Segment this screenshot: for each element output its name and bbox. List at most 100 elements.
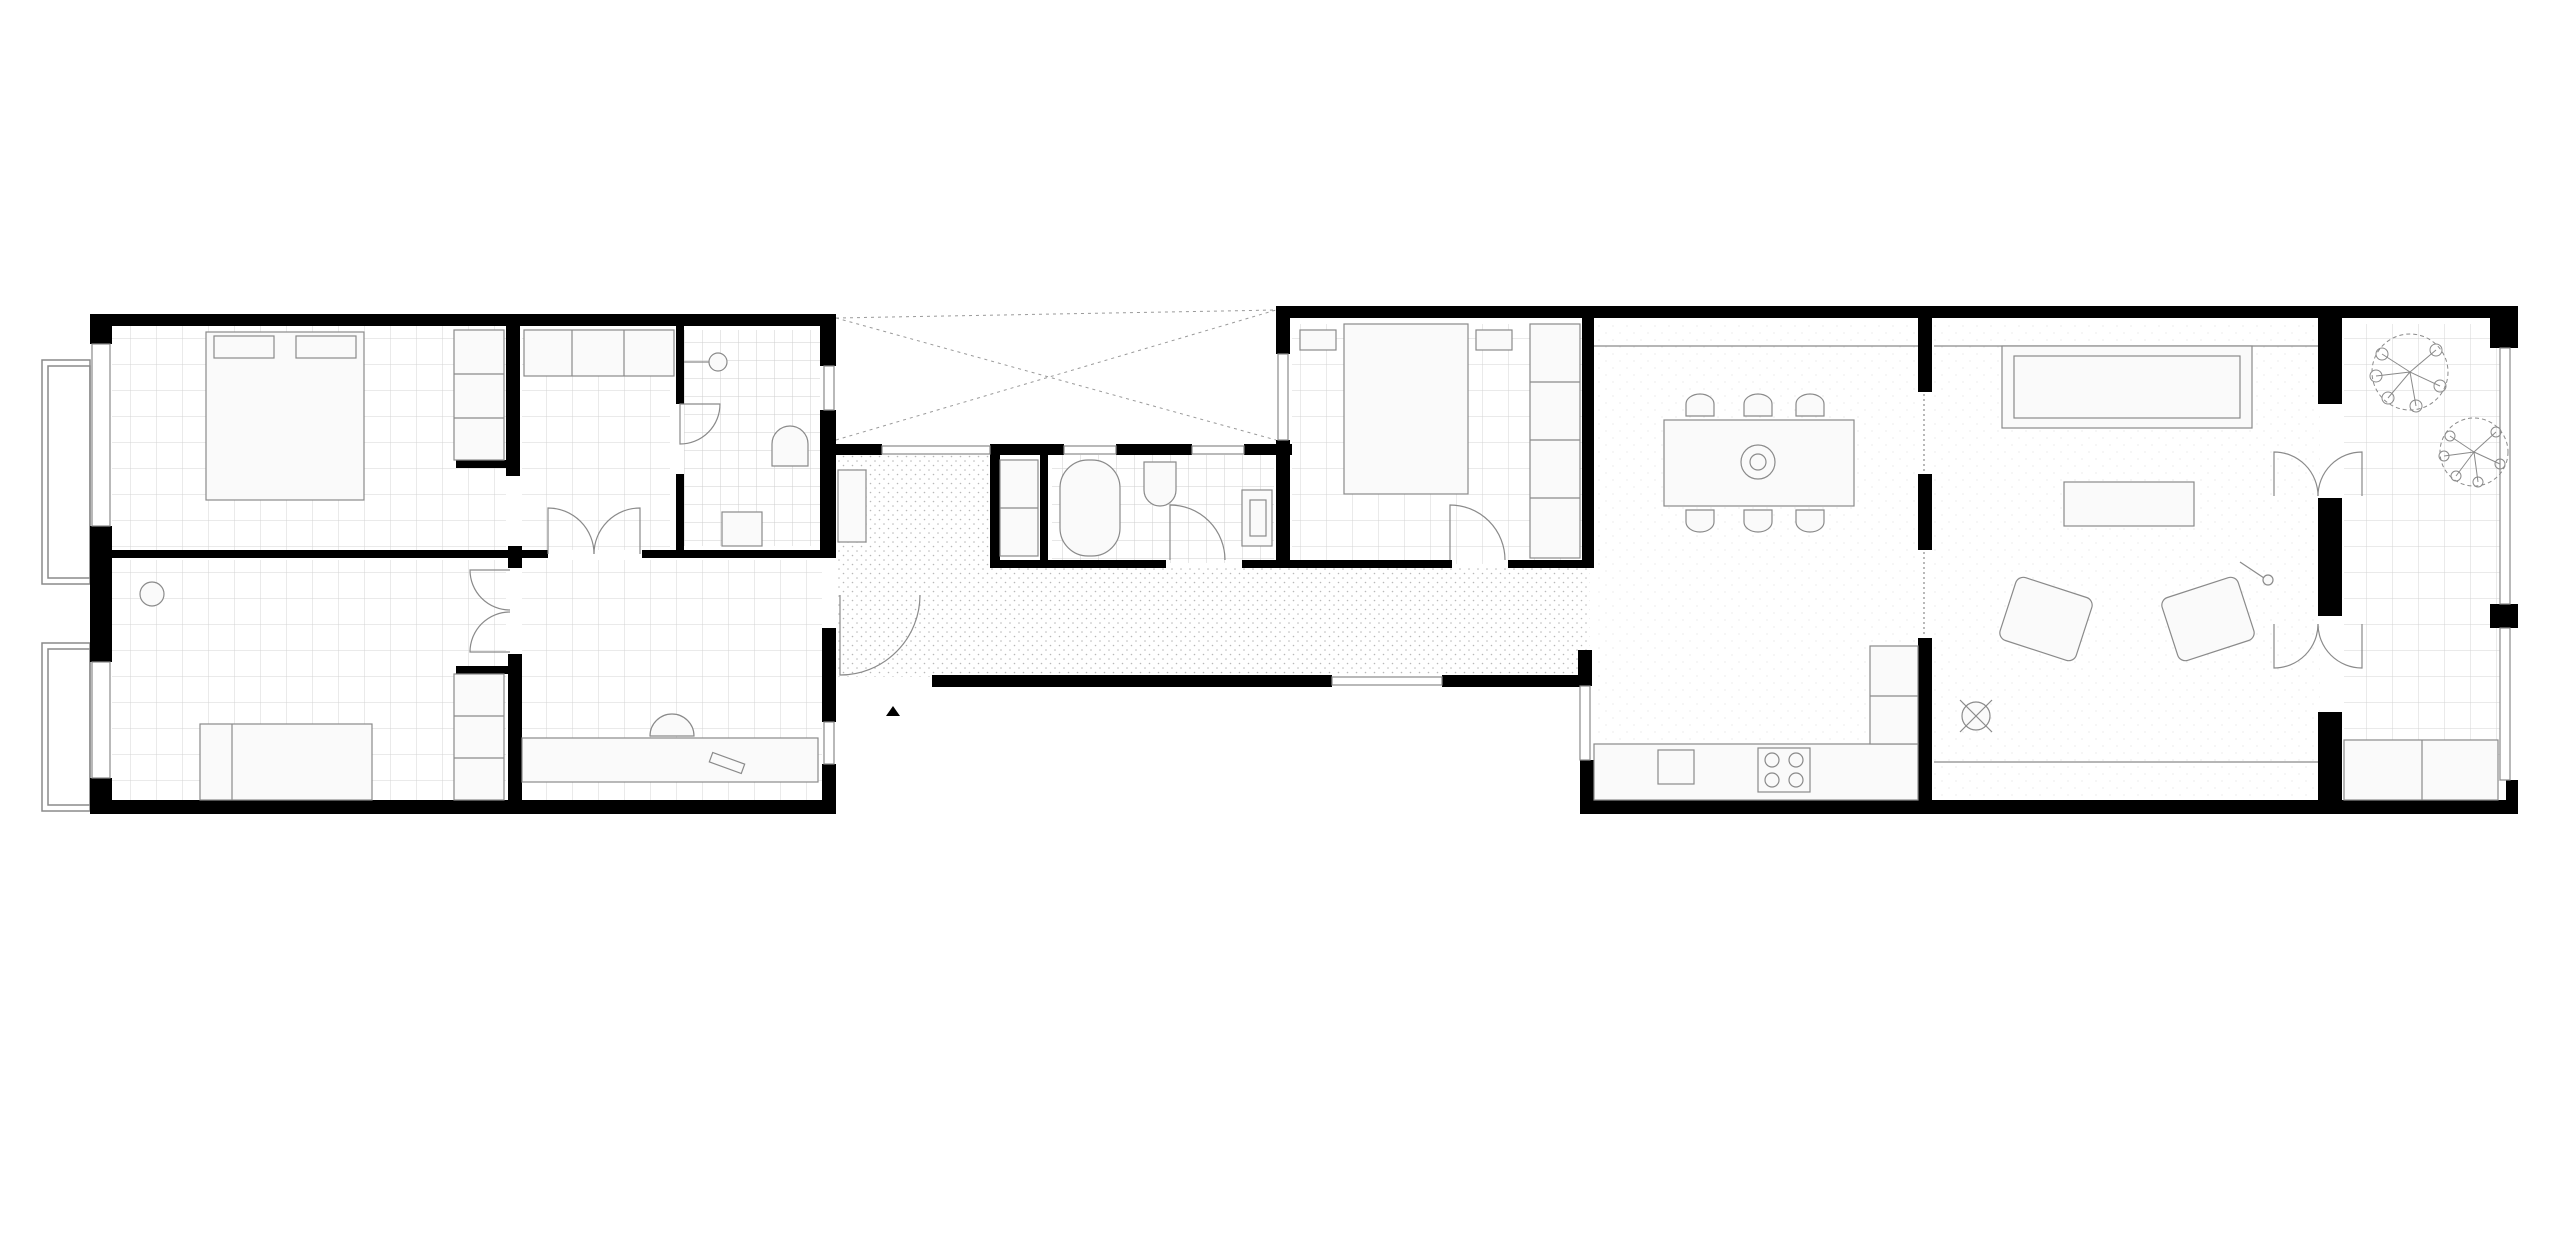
wall-closet-ret <box>456 460 506 468</box>
door-entry <box>839 594 921 676</box>
chair-study <box>649 713 695 737</box>
sink-bath-1 <box>721 511 763 547</box>
wall-right-col-3 <box>2506 780 2518 814</box>
door-bed2-b <box>469 611 511 653</box>
door-bed2 <box>469 569 511 611</box>
door-bed3 <box>1449 504 1506 561</box>
balcony-upper-inner <box>47 365 91 579</box>
toilet-bath-1 <box>771 425 809 467</box>
wall-bath2-top-1 <box>990 444 1064 455</box>
wall-closet-top <box>506 326 520 476</box>
window-bath2-b <box>1191 445 1245 455</box>
pillow-4 <box>1475 329 1513 351</box>
wardrobe-bedroom-2 <box>453 673 505 801</box>
wall-dining-left-2 <box>1580 760 1594 814</box>
wall-entry-top <box>836 444 882 455</box>
window-terrace <box>2499 347 2511 605</box>
chair-dining-2 <box>1743 393 1773 417</box>
wall-bath2-top-2 <box>1116 444 1192 455</box>
wall-left-outer-3 <box>90 778 112 814</box>
toilet-bath-2 <box>1143 461 1177 507</box>
wall-hall-bottom-1 <box>932 675 1332 687</box>
window-bed2 <box>91 661 111 779</box>
door-terrace-2b <box>2317 623 2363 669</box>
terrace-floor <box>2344 324 2508 800</box>
terrace-bench <box>2343 739 2499 801</box>
chair-dining-4 <box>1685 509 1715 533</box>
wall-partition-mid <box>1918 474 1932 550</box>
lamp-bedroom-2 <box>139 581 165 607</box>
windows <box>91 343 2511 781</box>
wall-study-ret <box>456 666 508 674</box>
wall-left-top <box>90 314 836 326</box>
hallway-floor <box>996 568 1590 675</box>
wall-study-upper <box>508 654 522 800</box>
plant-2 <box>2438 417 2509 488</box>
chair-dining-6 <box>1795 509 1825 533</box>
door-terrace-2 <box>2273 623 2319 669</box>
entrance-marker <box>886 706 900 716</box>
kitchen-sink <box>1657 749 1695 785</box>
door-bath1 <box>679 403 721 445</box>
door-terrace-1 <box>2273 451 2319 497</box>
wall-hall-bottom-2 <box>1442 675 1590 687</box>
wall-study-right <box>822 628 836 722</box>
wall-bath1-left-low <box>676 474 684 554</box>
wall-bath2-top-3 <box>1244 444 1292 455</box>
bed-bedroom-1 <box>205 331 365 501</box>
shower-head <box>708 352 728 372</box>
wall-partition-top <box>1918 318 1932 392</box>
balcony-lower <box>41 642 91 812</box>
furniture <box>139 323 2499 801</box>
wall-partition-low <box>1918 638 1932 814</box>
wall-terrace-1 <box>2318 318 2342 404</box>
window-study <box>823 721 835 765</box>
cooktop <box>1757 747 1811 793</box>
door-bed1 <box>547 507 595 555</box>
kitchen-counter <box>1593 743 1919 801</box>
window-bed1 <box>91 343 111 527</box>
bed-bedroom-3 <box>1343 323 1469 495</box>
desk-study <box>521 737 819 783</box>
chair-dining-3 <box>1795 393 1825 417</box>
chair-dining-5 <box>1743 509 1773 533</box>
desk-bedroom-2 <box>199 723 373 801</box>
wall-bed3-bottom <box>1508 560 1588 568</box>
console-entry <box>837 469 867 543</box>
wall-bath2-bottom-2 <box>1242 560 1452 568</box>
wall-left-outer-2 <box>90 526 112 662</box>
window-kitchen <box>1579 685 1591 761</box>
window-hall <box>1331 676 1443 686</box>
shelf-dressing <box>523 329 675 377</box>
chair-dining-1 <box>1685 393 1715 417</box>
pillow-2 <box>295 335 357 359</box>
wall-right-top <box>1276 306 2518 318</box>
door-bath2 <box>1169 504 1226 561</box>
kitchen-tall-unit <box>1869 645 1919 745</box>
armchair-2 <box>2161 576 2255 662</box>
window-terrace-2 <box>2499 627 2511 781</box>
pillow-3 <box>1299 329 1337 351</box>
bathtub <box>1059 459 1121 557</box>
wall-right-bottom <box>1580 800 2518 814</box>
window-bath2-a <box>1063 445 1117 455</box>
balcony-lower-inner <box>47 648 91 806</box>
wall-bath1-left <box>676 326 684 404</box>
door-bed1-b <box>593 507 641 555</box>
plant-1 <box>2369 333 2449 413</box>
wall-terrace-2 <box>2318 498 2342 616</box>
balconies <box>41 359 91 812</box>
wall-bath1-right-2 <box>820 410 836 558</box>
wall-bedrooms-divider <box>112 550 548 558</box>
walls <box>90 306 2518 814</box>
pillow-1 <box>213 335 275 359</box>
wall-dining-left-1 <box>1578 650 1592 686</box>
balcony-upper <box>41 359 91 585</box>
armchair-1 <box>1999 576 2093 662</box>
door-terrace-1b <box>2317 451 2363 497</box>
floor-lamp <box>2262 574 2274 586</box>
wall-bed3-left-2 <box>1276 440 1290 568</box>
plants <box>2369 333 2509 488</box>
guitar-study <box>708 751 746 775</box>
